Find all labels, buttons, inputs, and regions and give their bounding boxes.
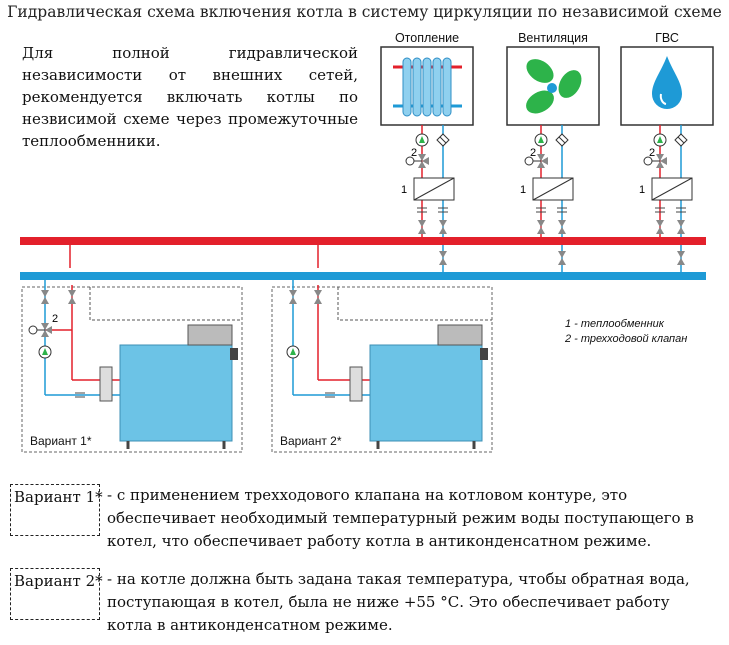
exchanger-mark: 1 xyxy=(639,184,645,196)
water-drop-icon xyxy=(652,56,682,109)
variant-2-tag: Вариант 2* xyxy=(10,568,103,620)
variant-1-tag: Вариант 1* xyxy=(10,484,103,536)
exchanger-mark: 1 xyxy=(401,184,407,196)
valve-mark: 2 xyxy=(649,147,655,159)
legend-valve: 2 - трехходовой клапан xyxy=(565,333,688,345)
exchanger-mark: 1 xyxy=(520,184,526,196)
boiler-2 xyxy=(369,324,488,449)
consumer-hot-water xyxy=(620,46,714,126)
valve-mark: 2 xyxy=(411,147,417,159)
return-header xyxy=(20,272,706,280)
variant-2-caption: Вариант 2* xyxy=(280,434,342,448)
fan-icon xyxy=(526,59,582,114)
consumer-label-ventilation: Вентиляция xyxy=(518,31,588,45)
consumer-label-heating: Отопление xyxy=(394,31,460,45)
consumer-circuit-3 xyxy=(643,125,693,276)
valve-mark: 2 xyxy=(530,147,536,159)
variant-1-note: - с применением трехходового клапана на … xyxy=(107,486,694,550)
consumer-circuit-1 xyxy=(405,125,455,276)
intro-text: Для полной гидравлической независимости … xyxy=(22,44,358,150)
variant-2-circuit xyxy=(271,245,493,453)
variant-1-caption: Вариант 1* xyxy=(30,434,92,448)
variant-1-circuit xyxy=(21,245,243,453)
boiler-1 xyxy=(119,324,238,449)
page-title: Гидравлическая схема включения котла в с… xyxy=(7,3,722,21)
consumer-ventilation xyxy=(506,46,600,126)
consumer-circuit-2 xyxy=(524,125,574,276)
legend-exchanger: 1 - теплообменник xyxy=(565,318,664,330)
valve-mark: 2 xyxy=(52,313,58,325)
consumer-label-hot-water: ГВС xyxy=(655,31,679,45)
consumer-heating xyxy=(380,46,474,126)
radiator-icon xyxy=(393,57,462,117)
supply-header xyxy=(20,237,706,245)
variant-2-note: - на котле должна быть задана такая темп… xyxy=(107,570,690,634)
